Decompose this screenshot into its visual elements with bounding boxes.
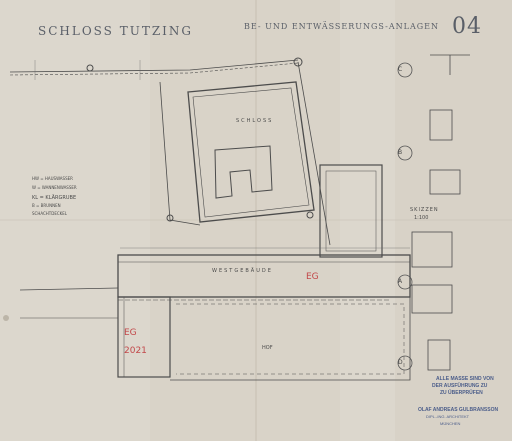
- drawing-subtitle: BE- UND ENTWÄSSERUNGS-ANLAGEN: [244, 22, 439, 31]
- building-label-schloss: SCHLOSS: [236, 118, 274, 124]
- red-annotation: 2021: [124, 346, 147, 356]
- legend-item: KL = KLÄRGRUBE: [32, 195, 77, 201]
- sketch-marker-c: C: [398, 66, 403, 73]
- sketch-marker-d: D: [398, 359, 403, 366]
- office-city: MÜNCHEN: [440, 421, 461, 426]
- sketch-marker-b: B: [398, 149, 403, 156]
- office-title: DIPL.-ING. ARCHITEKT: [426, 414, 470, 419]
- drawing-title: SCHLOSS TUTZING: [38, 24, 194, 38]
- office-name: OLAF ANDREAS GULBRANSSON: [418, 407, 499, 413]
- sketches-title: SKIZZEN: [410, 207, 439, 213]
- legend-item: SCHACHTDECKEL: [32, 211, 68, 216]
- red-annotation: EG: [124, 328, 137, 338]
- sketches-scale: 1:100: [414, 215, 429, 221]
- sketch-marker-a: A: [398, 278, 403, 285]
- red-annotation: EG: [306, 272, 319, 282]
- sheet-number: 04: [452, 14, 482, 39]
- stamp-line: ALLE MASSE SIND VON: [436, 376, 494, 382]
- building-label-hof: HOF: [262, 345, 273, 351]
- legend-item: W = WANNENWASSER: [32, 185, 77, 190]
- legend-item: B = BRUNNEN: [32, 203, 61, 208]
- stamp-line: ZU ÜBERPRÜFEN: [440, 390, 483, 396]
- stamp-line: DER AUSFÜHRUNG ZU: [432, 383, 488, 389]
- building-label-west: WESTGEBÄUDE: [212, 268, 273, 274]
- legend-item: HW = HAUSWASSER: [32, 176, 73, 181]
